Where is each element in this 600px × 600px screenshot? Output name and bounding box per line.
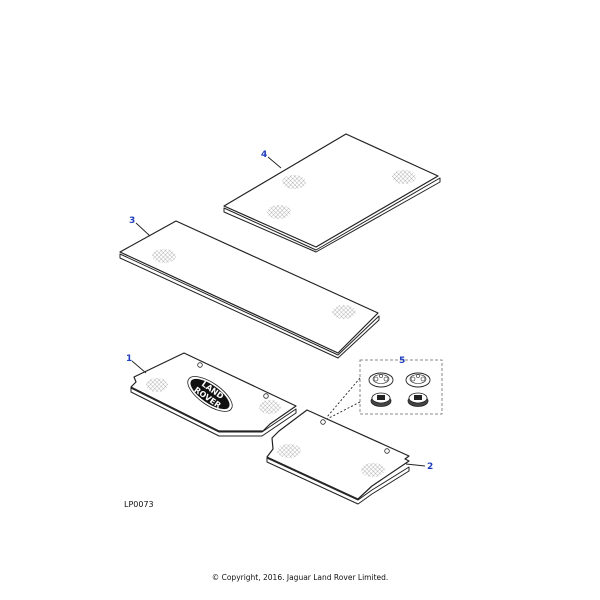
leader-line-2 (405, 463, 426, 467)
grip-pad (332, 305, 356, 319)
grip-pad (277, 444, 301, 458)
clip-top-left (368, 372, 394, 388)
clip-bottom-left (370, 392, 392, 407)
copyright-notice: © Copyright, 2016. Jaguar Land Rover Lim… (211, 573, 389, 582)
grip-pad (282, 175, 306, 189)
grip-pad (152, 249, 176, 263)
fixing-clip (320, 419, 326, 425)
grip-pad (267, 205, 291, 219)
fixing-clip (384, 448, 390, 454)
callout-2: 2 (427, 462, 433, 472)
callout-4: 4 (261, 150, 267, 160)
part-3-mat (119, 220, 380, 359)
grip-pad (361, 463, 385, 477)
part-1-mat: LAND ROVER (130, 352, 297, 437)
callout-1: 1 (126, 354, 132, 364)
fixing-clip (197, 362, 203, 368)
grip-pad (146, 378, 168, 392)
leader-line-3 (135, 222, 151, 237)
callout-5: 5 (399, 356, 405, 366)
clip-bottom-right (407, 392, 429, 407)
reference-code: LP0073 (124, 500, 154, 509)
part-2-mat (266, 409, 410, 505)
part-4-mat (223, 133, 441, 253)
grip-pad (392, 170, 416, 184)
grip-pad (259, 400, 281, 414)
leader-line-4 (267, 156, 282, 169)
leader-line-1 (131, 360, 147, 374)
clip-top-right (405, 372, 431, 388)
part-5-clip-inset (326, 359, 443, 420)
callout-3: 3 (129, 216, 135, 226)
fixing-clip (263, 393, 269, 399)
